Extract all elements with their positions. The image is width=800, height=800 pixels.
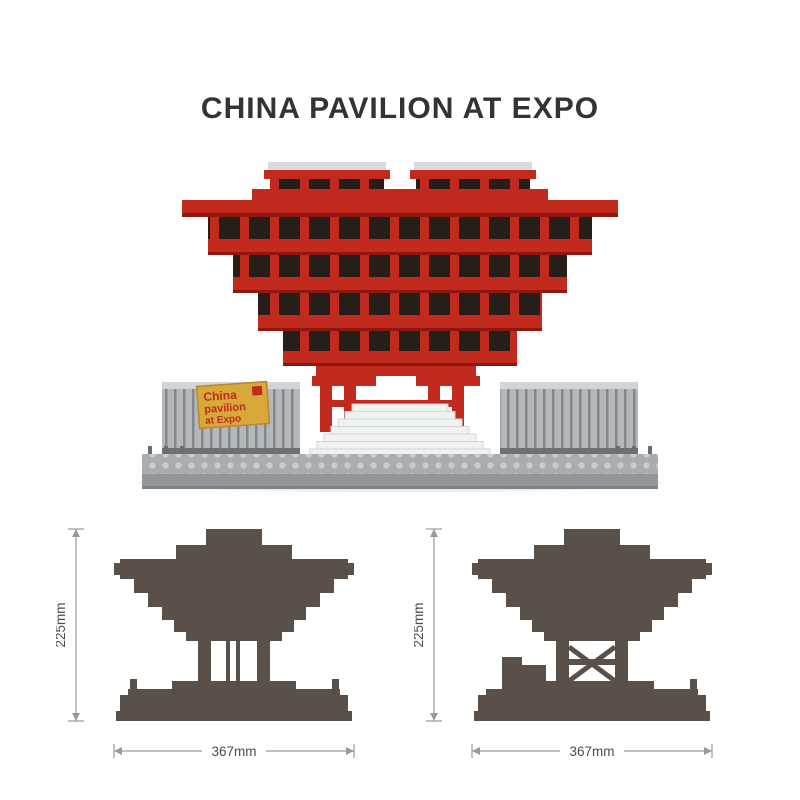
sign-line-2: pavilion <box>204 401 247 416</box>
height-label-right: 225mm <box>414 602 426 647</box>
sign-logo <box>251 385 263 396</box>
rooftop-structures <box>252 162 548 200</box>
height-dimension-left <box>68 528 84 722</box>
width-label-left: 367mm <box>211 744 256 759</box>
dimension-diagrams: 225mm <box>0 523 800 775</box>
dimension-diagram-left: 225mm <box>56 528 355 761</box>
inverted-pyramid-roof <box>182 200 618 366</box>
building-model-illustration: China pavilion at Expo <box>138 162 662 492</box>
page-title: CHINA PAVILION AT EXPO <box>200 92 600 125</box>
sign-line-3: at Expo <box>205 413 242 426</box>
sign-line-1: China <box>203 388 238 404</box>
product-photo: China pavilion at Expo <box>0 152 800 497</box>
height-label-left: 225mm <box>56 602 68 647</box>
silhouette-right <box>472 529 712 721</box>
width-label-right: 367mm <box>569 744 614 759</box>
dimension-diagram-right: 225mm <box>414 528 713 761</box>
silhouette-left <box>114 529 354 721</box>
width-label-bg-left <box>202 741 266 761</box>
width-label-bg-right <box>560 741 624 761</box>
pavilion-sign: China pavilion at Expo <box>195 380 271 430</box>
height-dimension-right <box>426 528 442 722</box>
base-platform <box>142 446 658 489</box>
